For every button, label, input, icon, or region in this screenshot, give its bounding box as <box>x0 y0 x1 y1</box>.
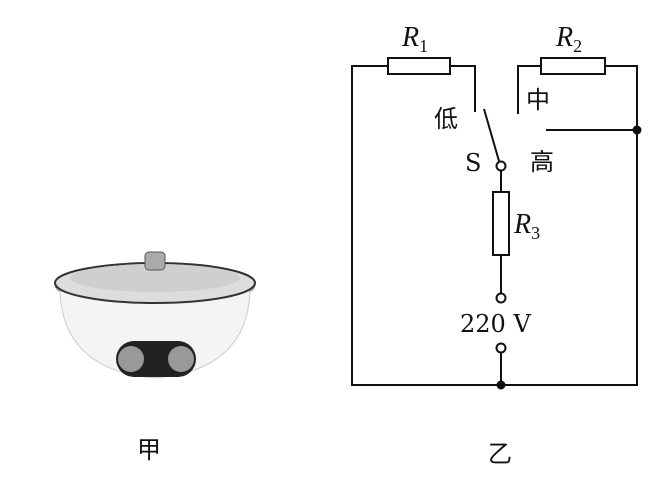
r3-label: R3 <box>514 209 541 243</box>
terminal-bottom <box>495 342 507 354</box>
voltage-label: 220 V <box>460 310 531 338</box>
outer-wire <box>351 65 638 386</box>
caption-a: 甲 <box>137 436 161 464</box>
terminal-top <box>495 292 507 304</box>
junction-dot <box>632 125 642 135</box>
r2-label: R2 <box>556 22 583 56</box>
junction-dot <box>496 380 506 390</box>
resistor-r1 <box>387 57 451 75</box>
resistor-r3 <box>492 191 510 256</box>
rice-cooker-image <box>54 251 256 379</box>
resistor-r2 <box>540 57 606 75</box>
low-contact-wire <box>450 65 476 112</box>
mid-label: 中 <box>526 86 550 114</box>
low-label: 低 <box>434 105 458 133</box>
switch-label: S <box>465 149 482 177</box>
switch-blade <box>483 108 500 162</box>
switch-pivot <box>495 160 507 172</box>
circuit <box>351 57 642 390</box>
caption-b: 乙 <box>488 440 512 468</box>
r1-label: R1 <box>402 22 429 56</box>
mid-contact-wire <box>517 65 541 114</box>
high-label: 高 <box>530 148 554 176</box>
